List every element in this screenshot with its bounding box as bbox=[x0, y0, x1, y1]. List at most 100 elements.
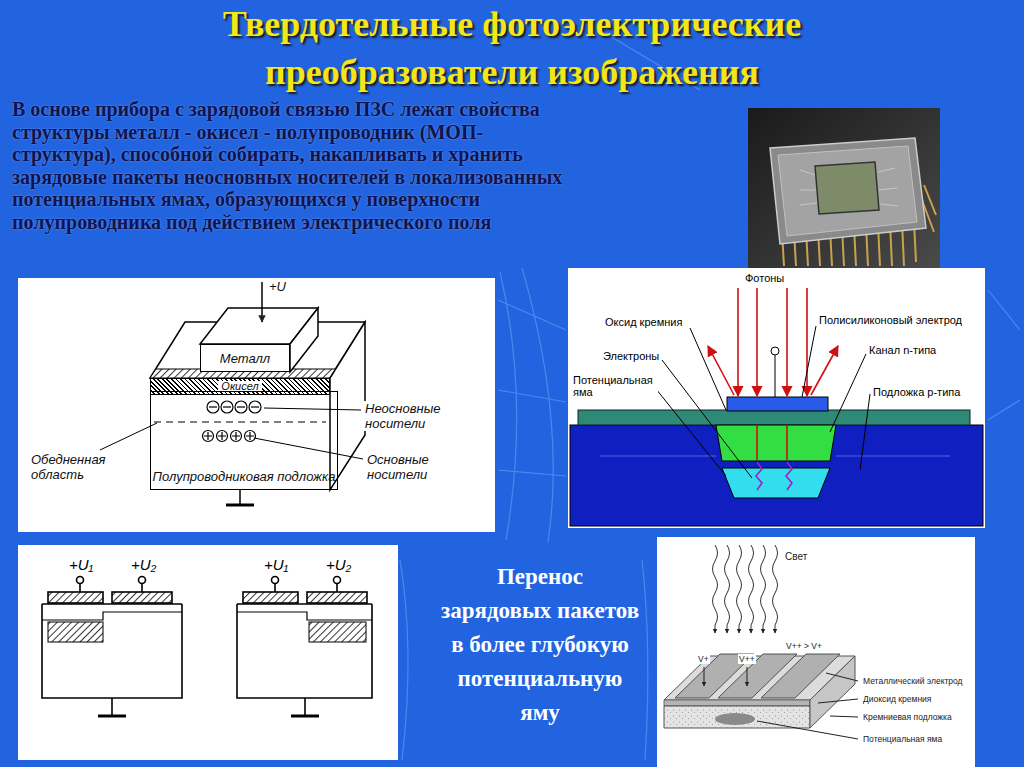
voltage-label: +U₂ bbox=[325, 556, 352, 573]
ccd-3d-sketch-part bbox=[715, 713, 755, 725]
mos-figure-part-part bbox=[100, 423, 157, 450]
ccd-section-part-part bbox=[811, 346, 838, 395]
callout-label: Кремниевая подложка bbox=[862, 712, 953, 722]
voltage-label: V++ bbox=[738, 654, 756, 664]
transfer-sketch-part bbox=[334, 577, 341, 584]
callout-label: Потенциальная яма bbox=[572, 374, 658, 398]
voltage-label: +U₂ bbox=[130, 556, 157, 573]
body-text: В основе прибора с зарядовой связью ПЗС … bbox=[12, 98, 568, 233]
background-web-part bbox=[988, 400, 1020, 420]
ccd-3d-sketch-part-part bbox=[826, 673, 858, 681]
transfer-sketch-part bbox=[291, 715, 319, 718]
ccd-section-part bbox=[722, 468, 830, 498]
ccd-section-part-part bbox=[652, 384, 726, 476]
voltage-label: V+ bbox=[697, 654, 710, 664]
mos-figure-part-part bbox=[254, 438, 363, 459]
ccd-section-part-part bbox=[690, 328, 726, 410]
ccd-3d-sketch-part bbox=[657, 537, 975, 767]
ccd-section-part bbox=[716, 425, 836, 461]
transfer-sketch-part bbox=[48, 592, 103, 603]
ccd-3d-sketch-part-part bbox=[747, 667, 748, 686]
ccd-3d-sketch-part bbox=[664, 700, 810, 706]
ccd-3d-sketch-part-part bbox=[737, 545, 742, 633]
metal-electrode: Металл bbox=[200, 344, 290, 372]
callout-label: Металлический электрод bbox=[862, 676, 964, 686]
ccd-section-part-part bbox=[830, 354, 866, 432]
voltage-label: +U bbox=[268, 279, 287, 294]
ccd-section-part-part bbox=[756, 462, 762, 490]
mos-figure-part-part bbox=[249, 401, 261, 413]
transfer-sketch-part bbox=[42, 612, 182, 620]
transfer-sketch-part bbox=[139, 577, 146, 584]
slide-title: Твердотельные фотоэлектрические преобраз… bbox=[112, 0, 912, 96]
ccd-section-part-part bbox=[860, 394, 870, 470]
ccd-section-part bbox=[570, 425, 983, 526]
ccd-3d-sketch-part bbox=[675, 654, 840, 698]
mos-figure-part bbox=[290, 308, 318, 372]
ccd-section-part bbox=[727, 397, 828, 411]
transfer-sketch-part bbox=[272, 577, 279, 584]
callout-label: Основные носители bbox=[366, 452, 452, 482]
voltage-label: +U₁ bbox=[263, 556, 289, 573]
ccd-section-part-part bbox=[756, 426, 758, 460]
chip-photo bbox=[748, 108, 940, 268]
background-web-part bbox=[522, 268, 553, 542]
ccd-section-part-part bbox=[806, 288, 808, 396]
ccd-3d-sketch-part-part bbox=[761, 545, 766, 633]
transfer-sketch-part bbox=[237, 604, 372, 698]
caption-text: Перенос зарядовых пакетов в более глубок… bbox=[440, 560, 640, 730]
background-web-part bbox=[500, 272, 517, 540]
background-web-part bbox=[498, 390, 566, 402]
transfer-sketch-part bbox=[18, 545, 398, 760]
mos-figure-part bbox=[203, 401, 262, 442]
transfer-sketch-part bbox=[307, 592, 367, 603]
background-web-part bbox=[400, 560, 408, 760]
chip-photo-part-part bbox=[878, 168, 895, 172]
mos-figure-part bbox=[154, 421, 326, 422]
ccd-section-part-part bbox=[786, 288, 788, 396]
background-web-part bbox=[988, 290, 1020, 330]
ccd-3d-sketch-part-part bbox=[725, 545, 730, 633]
transfer-sketch-part bbox=[274, 584, 276, 592]
chip-photo-part-part bbox=[800, 203, 817, 205]
oxide-layer: Окисел bbox=[150, 378, 330, 395]
ccd-section-part bbox=[756, 462, 792, 490]
transfer-sketch-part bbox=[309, 622, 366, 642]
mos-figure-part-part bbox=[251, 406, 259, 407]
ccd-3d-sketch-part-part bbox=[761, 654, 840, 698]
mos-figure-part-part bbox=[204, 432, 254, 440]
callout-label: Полисиликоновый электрод bbox=[818, 314, 963, 326]
transfer-sketch-part bbox=[98, 715, 126, 718]
ccd-3d-sketch-part-part bbox=[713, 545, 718, 633]
ccd-3d-sketch-part-part bbox=[749, 545, 754, 633]
mos-figure-part bbox=[239, 490, 241, 505]
transfer-sketch-part bbox=[237, 612, 372, 620]
voltage-label: +U₁ bbox=[68, 556, 94, 573]
ccd-section-part bbox=[771, 347, 779, 355]
mos-figure-part bbox=[100, 408, 363, 459]
callout-label: Подложка p-типа bbox=[872, 386, 961, 398]
ccd-section bbox=[568, 268, 985, 528]
chip-photo-part bbox=[815, 162, 879, 214]
callout-label: Канал n-типа bbox=[868, 344, 937, 356]
transfer-sketch-part bbox=[79, 584, 81, 592]
chip-photo-part bbox=[770, 138, 926, 244]
chip-photo-part-part bbox=[880, 204, 898, 206]
mos-figure-part-part bbox=[237, 406, 245, 407]
mos-figure-part-part bbox=[207, 401, 219, 413]
mos-figure-part-part bbox=[235, 401, 247, 413]
ccd-section-part bbox=[578, 410, 970, 425]
ccd-section-part-part bbox=[786, 462, 792, 490]
mos-figure-part bbox=[226, 504, 254, 507]
ccd-3d-sketch-part bbox=[664, 706, 810, 728]
callout-label: Свет bbox=[784, 551, 808, 562]
background-web-part bbox=[498, 300, 566, 330]
transfer-sketch-part bbox=[243, 592, 298, 603]
chip-photo-part-part bbox=[800, 190, 816, 191]
transfer-sketch-part bbox=[42, 604, 182, 698]
ccd-section-part-part bbox=[756, 288, 758, 396]
ccd-3d-sketch-part-part bbox=[818, 699, 858, 703]
transfer-sketch-part bbox=[48, 622, 103, 642]
ccd-section-part bbox=[836, 456, 950, 457]
